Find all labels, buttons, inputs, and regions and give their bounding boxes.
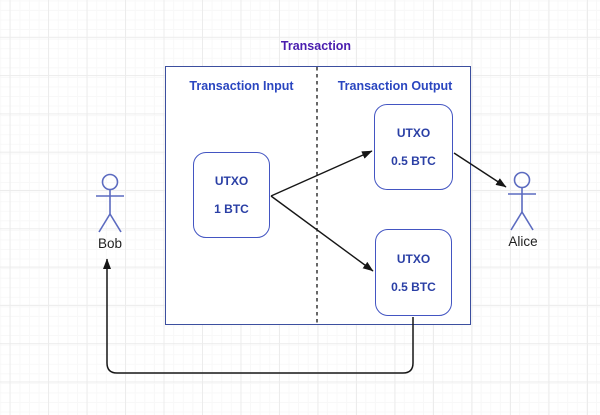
bob-person-icon [96,173,124,233]
alice-label: Alice [508,234,538,249]
bob-label: Bob [97,236,123,251]
transaction-input-label: Transaction Input [189,79,294,93]
input-utxo-title: UTXO [214,174,249,188]
output-utxo-1-amount: 0.5 BTC [391,154,436,168]
transaction-title: Transaction [280,39,352,53]
output-utxo-2-amount: 0.5 BTC [391,279,436,294]
input-utxo-amount: 1 BTC [214,202,249,216]
transaction-output-label: Transaction Output [337,79,453,93]
output-utxo-2-title: UTXO [396,251,431,266]
input-utxo-node: UTXO 1 BTC [193,152,270,238]
alice-person-icon [508,171,536,231]
output-utxo-1-title: UTXO [396,126,431,140]
output-utxo-node-2: UTXO 0.5 BTC [375,229,452,316]
output-utxo-node-1: UTXO 0.5 BTC [374,104,453,190]
